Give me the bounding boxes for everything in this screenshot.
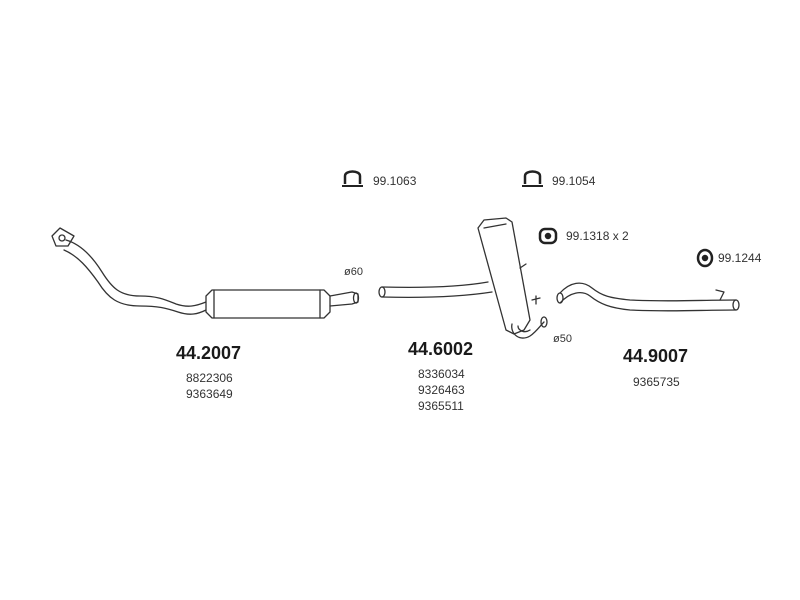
diameter-label-60: ø60 — [344, 266, 363, 278]
oe-number: 9363649 — [186, 387, 233, 401]
mount-label-99-1318: 99.1318 x 2 — [566, 229, 629, 243]
oe-number: 9365511 — [418, 399, 464, 413]
rubber-mount-icon-99-1318 — [538, 227, 558, 245]
part-number-44-6002: 44.6002 — [408, 339, 474, 359]
rubber-mount-icon-99-1244 — [696, 248, 714, 268]
front-pipe-44-2007 — [51, 227, 360, 319]
clamp-icon-99-1054 — [522, 170, 543, 187]
oe-number: 8822306 — [186, 371, 233, 385]
oe-number: 9365735 — [633, 375, 680, 389]
part-number-44-9007: 44.9007 — [623, 346, 689, 366]
oe-list-44-9007: 9365735 — [633, 374, 680, 390]
clamp-label-99-1054: 99.1054 — [552, 174, 596, 188]
clamp-icon-99-1063 — [342, 170, 363, 187]
mount-label-99-1244: 99.1244 — [718, 251, 762, 265]
diameter-label-50: ø50 — [553, 333, 572, 345]
clamp-label-99-1063: 99.1063 — [373, 174, 417, 188]
middle-section-44-6002 — [378, 217, 548, 339]
oe-number: 8336034 — [418, 367, 465, 381]
part-number-44-2007: 44.2007 — [176, 343, 242, 363]
oe-list-44-2007: 8822306 9363649 — [186, 370, 233, 402]
oe-number: 9326463 — [418, 383, 465, 397]
tail-pipe-44-9007 — [556, 282, 740, 312]
oe-list-44-6002: 8336034 9326463 9365511 — [418, 366, 465, 414]
